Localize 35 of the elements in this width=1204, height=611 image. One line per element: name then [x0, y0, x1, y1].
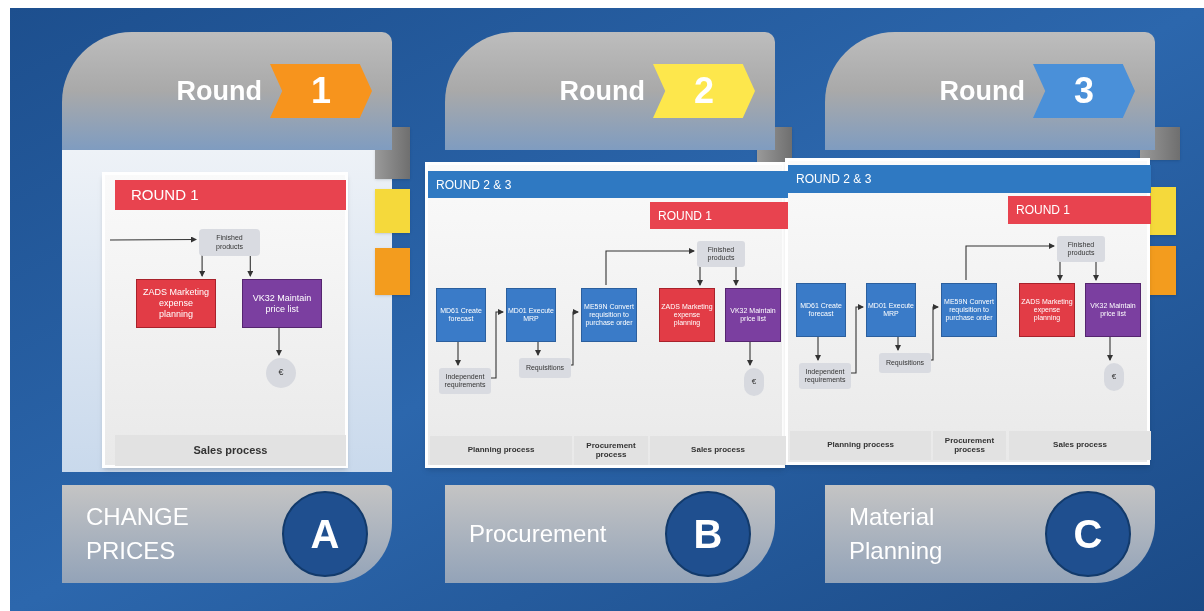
arrow: [965, 243, 1055, 281]
round-number-chevron: 1: [270, 64, 372, 118]
process-band: Procurement process: [574, 436, 648, 465]
round-number-chevron: 3: [1033, 64, 1135, 118]
topic-label: Material Planning: [849, 502, 944, 566]
round-number-chevron: 2: [653, 64, 755, 118]
round-tab: [825, 32, 1155, 150]
round-tab: [445, 32, 775, 150]
topic-tab: [825, 485, 1155, 583]
process-band: Sales process: [650, 436, 786, 465]
arrow: [605, 248, 695, 286]
process-diagram-card: [785, 158, 1150, 465]
round-tab: [62, 32, 392, 150]
process-diagram-card: [425, 162, 785, 468]
round-label: Round: [559, 74, 645, 108]
topic-tab: [445, 485, 775, 583]
topic-label: Procurement: [469, 519, 608, 550]
topic-label: CHANGE PRICES: [86, 502, 190, 566]
process-diagram-card: [102, 172, 348, 468]
process-band: Planning process: [790, 431, 931, 460]
round-label: Round: [176, 74, 262, 108]
round-header-band: ROUND 2 & 3: [788, 165, 1151, 193]
topic-tab: [62, 485, 392, 583]
round-header-band: ROUND 1: [1008, 196, 1151, 224]
process-box: VK32 Maintain price list: [242, 279, 322, 328]
process-band: Sales process: [115, 435, 346, 466]
arrow: [109, 236, 197, 243]
round-label: Round: [939, 74, 1025, 108]
process-band: Planning process: [430, 436, 572, 465]
process-band: Procurement process: [933, 431, 1006, 460]
round-header-band: ROUND 2 & 3: [428, 171, 788, 198]
process-band: Sales process: [1009, 431, 1151, 460]
process-box: ZADS Marketing expense planning: [136, 279, 216, 328]
round-header-band: ROUND 1: [650, 202, 788, 229]
round-header-band: ROUND 1: [115, 180, 346, 210]
